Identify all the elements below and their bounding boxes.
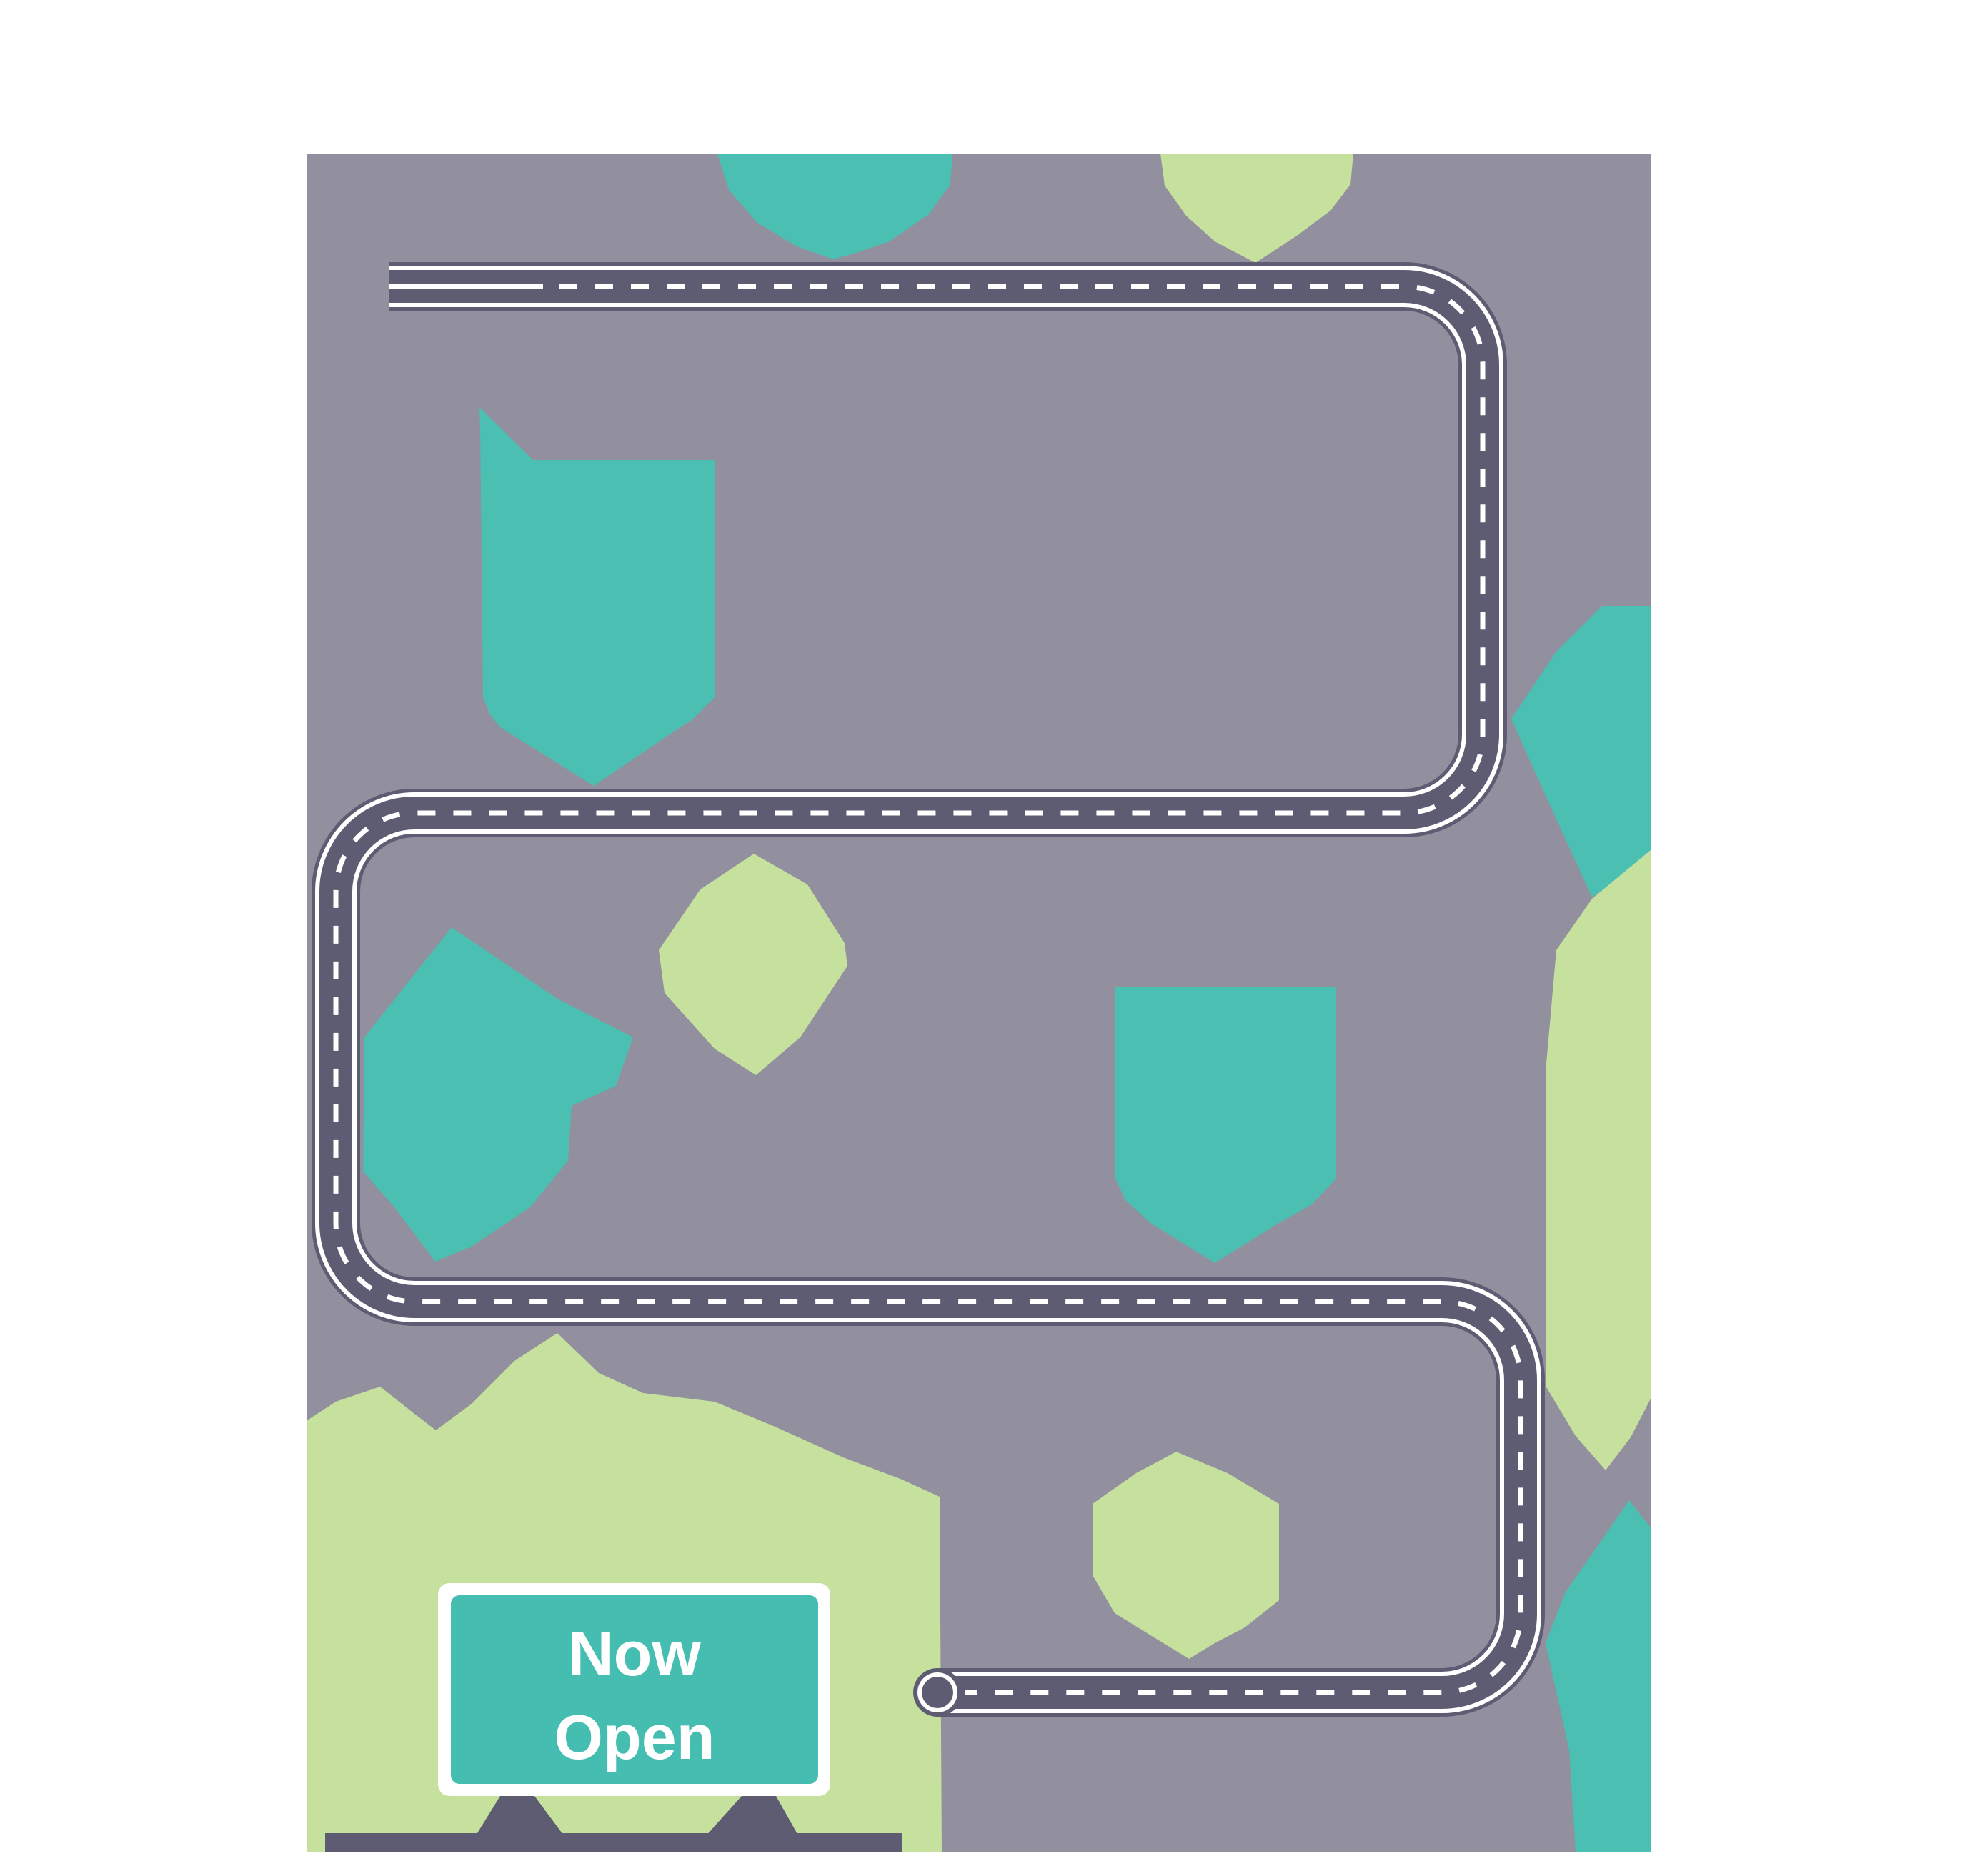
- tree-top-teal-icon: [717, 154, 952, 259]
- tree-center-green-icon: [659, 854, 847, 1075]
- sign-leg-right: [692, 1796, 807, 1852]
- now-open-sign-panel: [451, 1595, 818, 1784]
- tree-midleft-teal-icon: [363, 927, 633, 1262]
- tree-left-shield-teal-icon: [479, 407, 715, 786]
- road-end-cap-inner: [922, 1677, 953, 1708]
- tree-bottom-right-teal-icon: [1546, 1500, 1651, 1852]
- tree-center-shield-teal-icon: [1115, 987, 1336, 1263]
- strip-right-green: [1546, 850, 1651, 1470]
- road-center-dashes: [333, 284, 1523, 1695]
- tree-bottom-green-icon: [1093, 1452, 1279, 1659]
- sign-text-line1: Now: [568, 1618, 701, 1689]
- sign-ground-bar: [325, 1833, 902, 1852]
- tree-right-teal-icon: [1511, 606, 1651, 897]
- sign-leg-left: [466, 1796, 576, 1852]
- tree-top-green-icon: [1160, 154, 1353, 263]
- sign-text-line2: Open: [554, 1702, 715, 1772]
